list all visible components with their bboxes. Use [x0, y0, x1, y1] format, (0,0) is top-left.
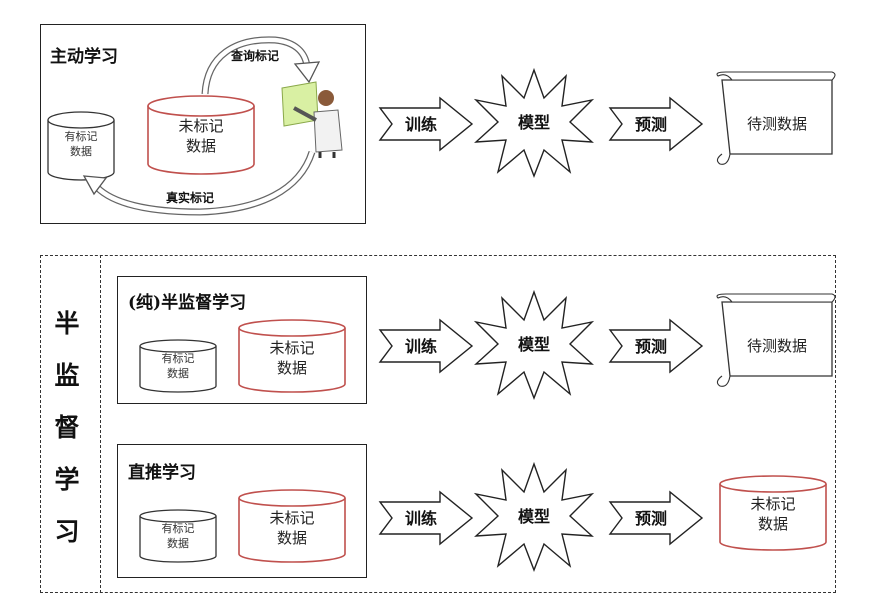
pure-semi-title: (纯)半监督学习	[128, 293, 247, 313]
target-data-cylinder	[719, 475, 827, 551]
unlabeled-data-label-3: 未标记 数据	[269, 509, 315, 548]
labeled-data-label: 有标记 数据	[64, 130, 98, 158]
unlabeled-data-cylinder-3	[238, 489, 346, 563]
train-arrow-3	[378, 490, 474, 546]
query-label: 查询标记	[230, 49, 279, 63]
unlabeled-data-cylinder-2	[238, 319, 346, 393]
unlabeled-data-label: 未标记 数据	[178, 117, 224, 156]
semi-supervised-title: 半监督学习	[54, 309, 80, 546]
semi-supervised-inner	[100, 255, 836, 593]
teacher-figure-icon	[281, 81, 343, 158]
true-label-arrow-icon	[82, 150, 316, 216]
target-data-label: 未标记 数据	[750, 495, 796, 534]
train-arrow-2	[378, 318, 474, 374]
train-arrow-1	[378, 96, 474, 152]
model-label-1: 模型	[517, 113, 550, 132]
transductive-title: 直推学习	[128, 463, 196, 483]
test-data-label-1: 待测数据	[746, 115, 807, 133]
train-label-3: 训练	[404, 509, 437, 528]
model-label-2: 模型	[517, 335, 550, 354]
labeled-data-cylinder-2	[139, 339, 217, 393]
model-burst-3	[473, 461, 595, 572]
active-learning-title: 主动学习	[50, 47, 118, 67]
semi-supervised-outer	[40, 255, 836, 593]
test-data-scroll-1	[716, 71, 836, 165]
predict-arrow-2	[608, 318, 704, 374]
query-arrow-icon	[201, 36, 321, 95]
unlabeled-data-cylinder	[147, 95, 255, 175]
predict-label-3: 预测	[634, 509, 667, 528]
labeled-data-cylinder-3	[139, 509, 217, 563]
unlabeled-data-label-2: 未标记 数据	[269, 339, 315, 378]
labeled-data-label-3: 有标记 数据	[161, 522, 195, 550]
model-burst-2	[473, 289, 595, 400]
predict-arrow-1	[608, 96, 704, 152]
test-data-scroll-2	[716, 293, 836, 387]
model-label-3: 模型	[517, 507, 550, 526]
predict-label-2: 预测	[634, 337, 667, 356]
train-label-2: 训练	[404, 337, 437, 356]
model-burst-1	[473, 67, 595, 178]
true-label: 真实标记	[165, 191, 214, 205]
test-data-label-2: 待测数据	[746, 337, 807, 355]
train-label-1: 训练	[404, 115, 437, 134]
labeled-data-cylinder	[47, 111, 115, 181]
predict-arrow-3	[608, 490, 704, 546]
predict-label-1: 预测	[634, 115, 667, 134]
labeled-data-label-2: 有标记 数据	[161, 352, 195, 380]
